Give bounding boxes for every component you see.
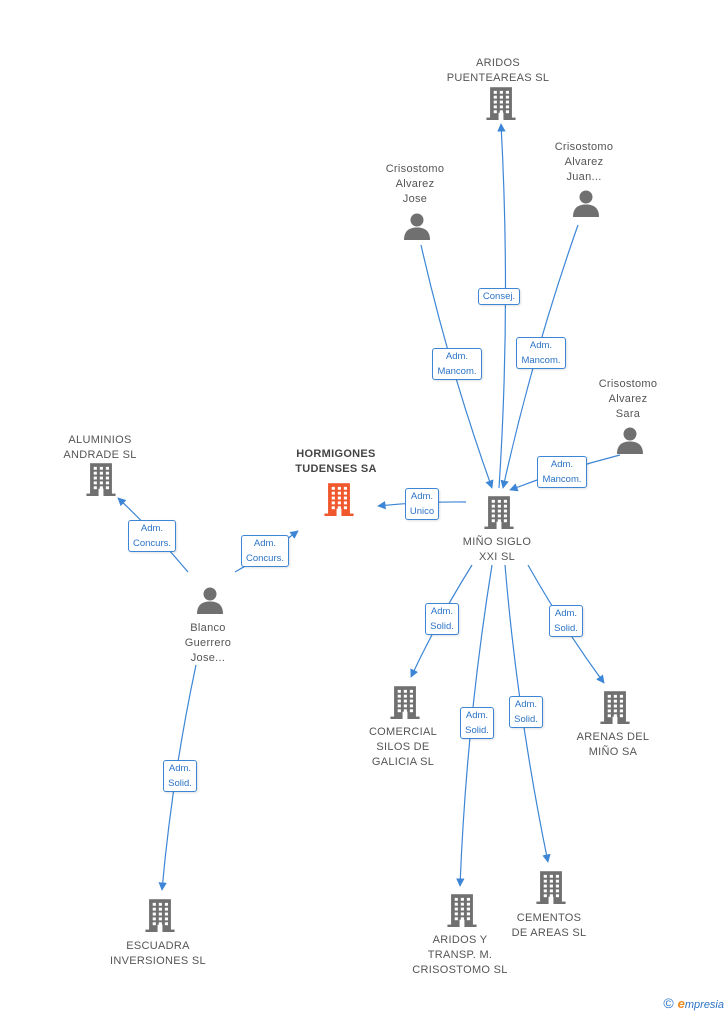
node-label-comercial-silos[interactable]: COMERCIAL SILOS DE GALICIA SL <box>333 725 473 770</box>
person-icon[interactable] <box>572 189 600 222</box>
node-label-line: DE AREAS SL <box>511 927 587 939</box>
node-label-escuadra[interactable]: ESCUADRA INVERSIONES SL <box>88 939 228 969</box>
node-label-line: ANDRADE SL <box>63 449 137 461</box>
node-label-hormigones-tudenses[interactable]: HORMIGONES TUDENSES SA <box>266 447 406 477</box>
node-label-line: ARENAS DEL <box>576 731 650 743</box>
node-label-line: MIÑO SA <box>588 746 638 758</box>
node-label-line: Crisostomo <box>385 163 445 175</box>
edge-label-line: Adm. <box>140 523 164 534</box>
edge-label[interactable]: Adm. Mancom. <box>516 337 566 369</box>
node-label-line: Alvarez <box>564 156 604 168</box>
node-label-line: Crisostomo <box>598 378 658 390</box>
edge-label-line: Adm. <box>529 340 553 351</box>
node-label-line: TUDENSES SA <box>295 463 377 475</box>
node-label-aridos-transp[interactable]: ARIDOS Y TRANSP. M. CRISOSTOMO SL <box>390 933 530 978</box>
node-label-line: XXI SL <box>478 551 516 563</box>
edge-arrow <box>497 123 507 489</box>
edge-label-line: Adm. <box>445 351 469 362</box>
node-label-line: Crisostomo <box>554 141 614 153</box>
node-label-line: SILOS DE <box>376 741 430 753</box>
edge-label[interactable]: Adm. Solid. <box>425 603 459 635</box>
edge-label-line: Concurs. <box>132 538 171 549</box>
edge-label-line: Solid. <box>554 623 578 634</box>
edge-label[interactable]: Adm. Concurs. <box>127 520 176 552</box>
building-icon[interactable] <box>145 898 175 937</box>
building-icon[interactable] <box>600 690 630 729</box>
person-icon[interactable] <box>196 586 224 619</box>
node-label-line: MIÑO SIGLO <box>462 536 532 548</box>
building-icon[interactable] <box>324 482 354 521</box>
edge-label-line: Mancom. <box>542 474 582 485</box>
edge-label-line: Adm. <box>554 608 578 619</box>
edge-label[interactable]: Adm. Unico <box>404 488 440 520</box>
node-label-line: INVERSIONES SL <box>110 955 206 967</box>
node-label-line: PUENTEAREAS SL <box>446 72 550 84</box>
building-icon[interactable] <box>86 462 116 501</box>
person-icon[interactable] <box>616 426 644 459</box>
edge-label[interactable]: Adm. Solid. <box>549 605 583 637</box>
footer-brand: © empresia <box>663 995 724 1011</box>
node-label-line: Sara <box>615 408 641 420</box>
edge-label-line: Solid. <box>514 714 538 725</box>
edge-label[interactable]: Adm. Solid. <box>163 760 197 792</box>
node-label-line: ESCUADRA <box>126 940 190 952</box>
node-label-line: CRISOSTOMO SL <box>412 964 508 976</box>
copyright-symbol: © <box>663 995 674 1011</box>
node-label-line: Alvarez <box>608 393 648 405</box>
building-icon[interactable] <box>390 685 420 724</box>
brand-logo: empresia <box>677 995 724 1011</box>
edge-label[interactable]: Consej. <box>477 287 521 305</box>
edge-label[interactable]: Adm. Concurs. <box>240 535 289 567</box>
edge-label[interactable]: Adm. Mancom. <box>537 456 587 488</box>
edge-label-line: Adm. <box>253 538 277 549</box>
edge-label-line: Adm. <box>430 606 454 617</box>
edge-label-line: Consej. <box>482 290 516 302</box>
node-label-line: Juan... <box>566 171 602 183</box>
node-label-line: Blanco <box>190 622 226 634</box>
edge-label-line: Solid. <box>465 725 489 736</box>
node-label-mino-siglo[interactable]: MIÑO SIGLO XXI SL <box>427 535 567 565</box>
edge-label-line: Solid. <box>430 621 454 632</box>
node-label-arenas-mino[interactable]: ARENAS DEL MIÑO SA <box>543 730 683 760</box>
edge-label-line: Adm. <box>410 491 434 502</box>
edge-label[interactable]: Adm. Solid. <box>460 707 494 739</box>
building-icon[interactable] <box>486 86 516 125</box>
edge-label-line: Adm. <box>168 763 192 774</box>
edge-label-line: Mancom. <box>521 355 561 366</box>
node-label-line: ARIDOS Y <box>432 934 488 946</box>
node-label-line: Guerrero <box>184 637 232 649</box>
edge-label-line: Mancom. <box>437 366 477 377</box>
node-label-line: Jose... <box>190 652 226 664</box>
building-icon[interactable] <box>536 870 566 909</box>
person-icon[interactable] <box>403 212 431 245</box>
node-label-line: CEMENTOS <box>516 912 582 924</box>
node-label-line: ARIDOS <box>476 57 520 69</box>
node-label-line: HORMIGONES <box>296 448 376 460</box>
building-icon[interactable] <box>447 893 477 932</box>
edge-label[interactable]: Adm. Solid. <box>509 696 543 728</box>
node-label-line: Jose <box>402 193 428 205</box>
node-label-line: ALUMINIOS <box>68 434 132 446</box>
node-label-aridos-puenteareas[interactable]: ARIDOS PUENTEAREAS SL <box>428 56 568 86</box>
node-label-line: Alvarez <box>395 178 435 190</box>
node-label-line: TRANSP. M. <box>427 949 493 961</box>
node-label-line: COMERCIAL <box>368 726 438 738</box>
edge-label-line: Concurs. <box>245 553 284 564</box>
edge-label-line: Adm. <box>465 710 489 721</box>
building-icon[interactable] <box>484 495 514 534</box>
node-label-cementos-areas[interactable]: CEMENTOS DE AREAS SL <box>479 911 619 941</box>
edge-label-line: Adm. <box>514 699 538 710</box>
edge-label-line: Unico <box>409 506 435 517</box>
node-label-line: GALICIA SL <box>371 756 435 768</box>
edge-label-line: Solid. <box>168 778 192 789</box>
node-label-aluminios-andrade[interactable]: ALUMINIOS ANDRADE SL <box>30 433 170 463</box>
edge-label[interactable]: Adm. Mancom. <box>432 348 482 380</box>
edge-label-line: Adm. <box>550 459 574 470</box>
